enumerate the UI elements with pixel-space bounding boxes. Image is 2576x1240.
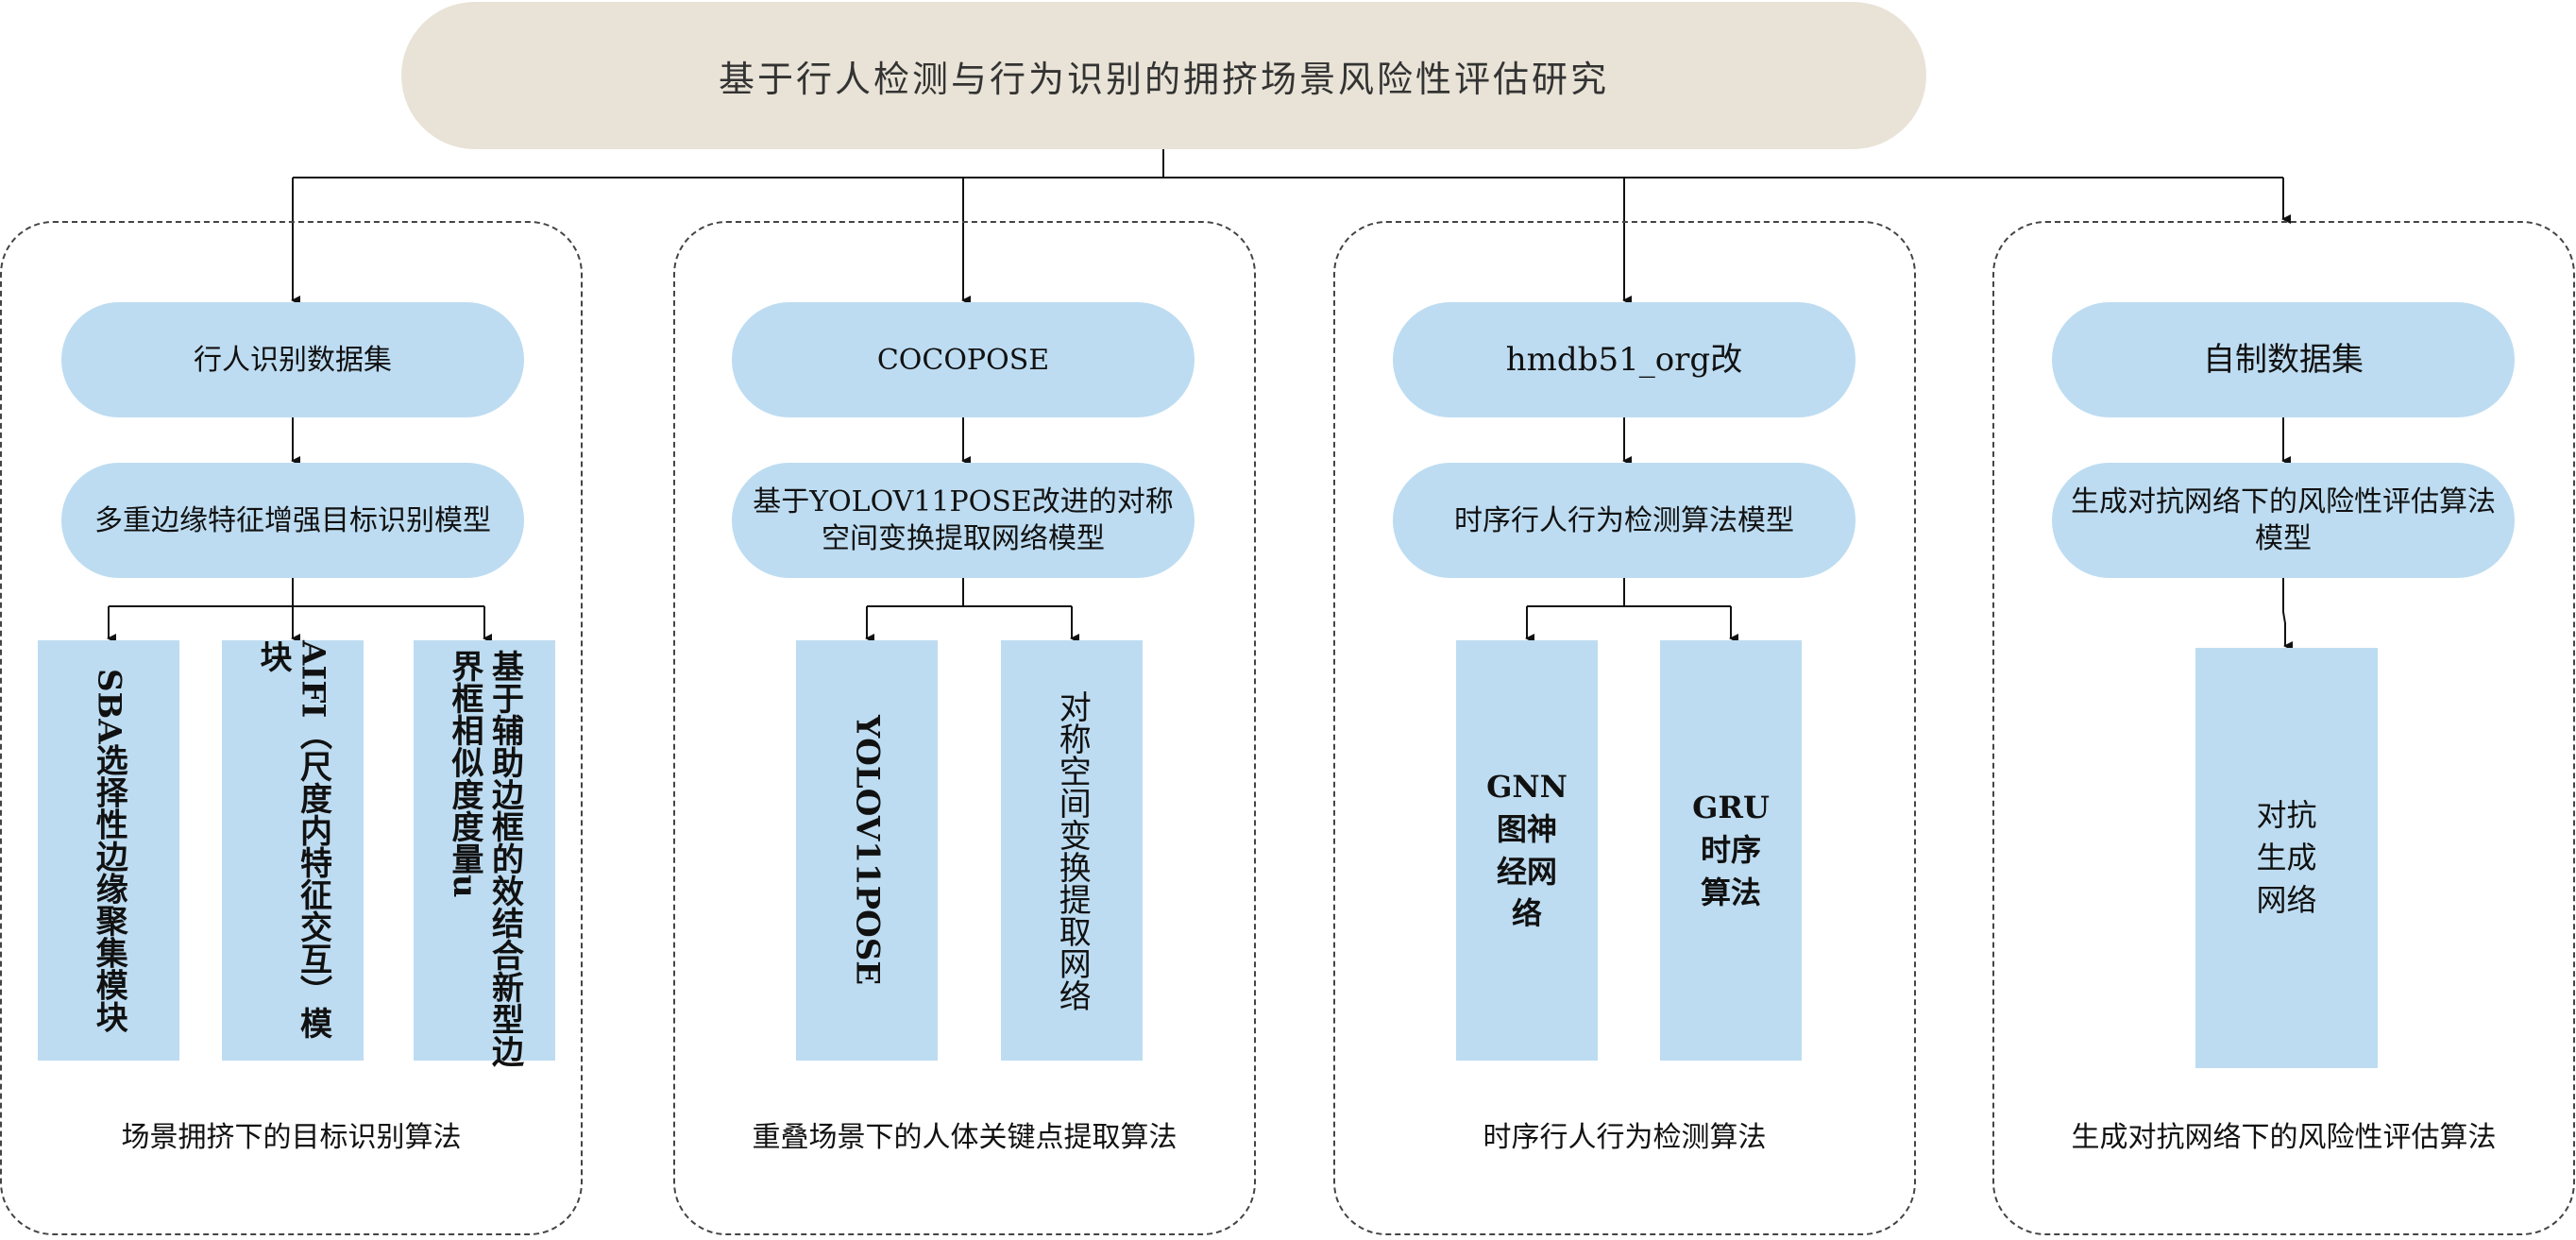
model-node-1: 多重边缘特征增强目标识别模型 bbox=[61, 463, 524, 578]
module-box-1-3: 基于辅助边框的效结合新型边界框相似度度量u bbox=[414, 640, 555, 1067]
model-node-2: 基于YOLOV11POSE改进的对称空间变换提取网络模型 bbox=[732, 463, 1195, 578]
module-box-1-1: SBA选择性边缘聚集模块 bbox=[38, 640, 179, 1061]
caption-column-1: 场景拥挤下的目标识别算法 bbox=[121, 1121, 462, 1154]
model-label-3: 时序行人行为检测算法模型 bbox=[1454, 503, 1794, 537]
model-label-4: 生成对抗网络下的风险性评估算法模型 bbox=[2071, 485, 2496, 555]
model-label-1: 多重边缘特征增强目标识别模型 bbox=[94, 503, 491, 537]
module-label-3-1: GNN图神经网络 bbox=[1486, 768, 1568, 932]
dataset-node-1: 行人识别数据集 bbox=[61, 302, 524, 417]
panel-column-4 bbox=[1992, 221, 2575, 1235]
caption-column-2: 重叠场景下的人体关键点提取算法 bbox=[752, 1121, 1178, 1154]
dataset-label-4: 自制数据集 bbox=[2203, 340, 2364, 379]
module-label-1-3: 基于辅助边框的效结合新型边界框相似度度量u bbox=[446, 650, 524, 1067]
module-box-2-1: YOLOV11POSE bbox=[796, 640, 938, 1061]
dataset-label-3: hmdb51_org改 bbox=[1505, 340, 1743, 379]
caption-column-3: 时序行人行为检测算法 bbox=[1483, 1121, 1767, 1154]
dataset-node-4: 自制数据集 bbox=[2052, 302, 2515, 417]
dataset-label-2: COCOPOSE bbox=[876, 343, 1050, 377]
module-box-2-2: 对称空间变换提取网络 bbox=[1001, 640, 1143, 1061]
model-node-4: 生成对抗网络下的风险性评估算法模型 bbox=[2052, 463, 2515, 578]
module-box-3-2: GRU时序算法 bbox=[1660, 640, 1802, 1061]
module-box-3-1: GNN图神经网络 bbox=[1456, 640, 1598, 1061]
module-label-1-2: AIFI（尺度内特征交互）模块 bbox=[254, 640, 332, 1040]
caption-column-4: 生成对抗网络下的风险性评估算法 bbox=[2071, 1121, 2497, 1154]
title-banner: 基于行人检测与行为识别的拥挤场景风险性评估研究 bbox=[401, 2, 1926, 149]
diagram-title: 基于行人检测与行为识别的拥挤场景风险性评估研究 bbox=[718, 58, 1609, 100]
dataset-node-2: COCOPOSE bbox=[732, 302, 1195, 417]
model-node-3: 时序行人行为检测算法模型 bbox=[1393, 463, 1856, 578]
panel-column-3 bbox=[1333, 221, 1916, 1235]
dataset-node-3: hmdb51_org改 bbox=[1393, 302, 1856, 417]
module-label-4-1: 对抗生成网络 bbox=[2256, 797, 2317, 918]
module-label-3-2: GRU时序算法 bbox=[1692, 790, 1770, 910]
module-box-4-1: 对抗生成网络 bbox=[2195, 648, 2378, 1068]
model-label-2: 基于YOLOV11POSE改进的对称空间变换提取网络模型 bbox=[753, 485, 1174, 555]
module-label-2-2: 对称空间变换提取网络 bbox=[1053, 689, 1092, 1011]
module-label-2-1: YOLOV11POSE bbox=[848, 715, 887, 986]
panel-column-2 bbox=[673, 221, 1256, 1235]
panel-column-1 bbox=[0, 221, 583, 1235]
module-box-1-2: AIFI（尺度内特征交互）模块 bbox=[222, 640, 364, 1061]
module-label-1-1: SBA选择性边缘聚集模块 bbox=[90, 668, 128, 1033]
dataset-label-1: 行人识别数据集 bbox=[194, 343, 392, 377]
